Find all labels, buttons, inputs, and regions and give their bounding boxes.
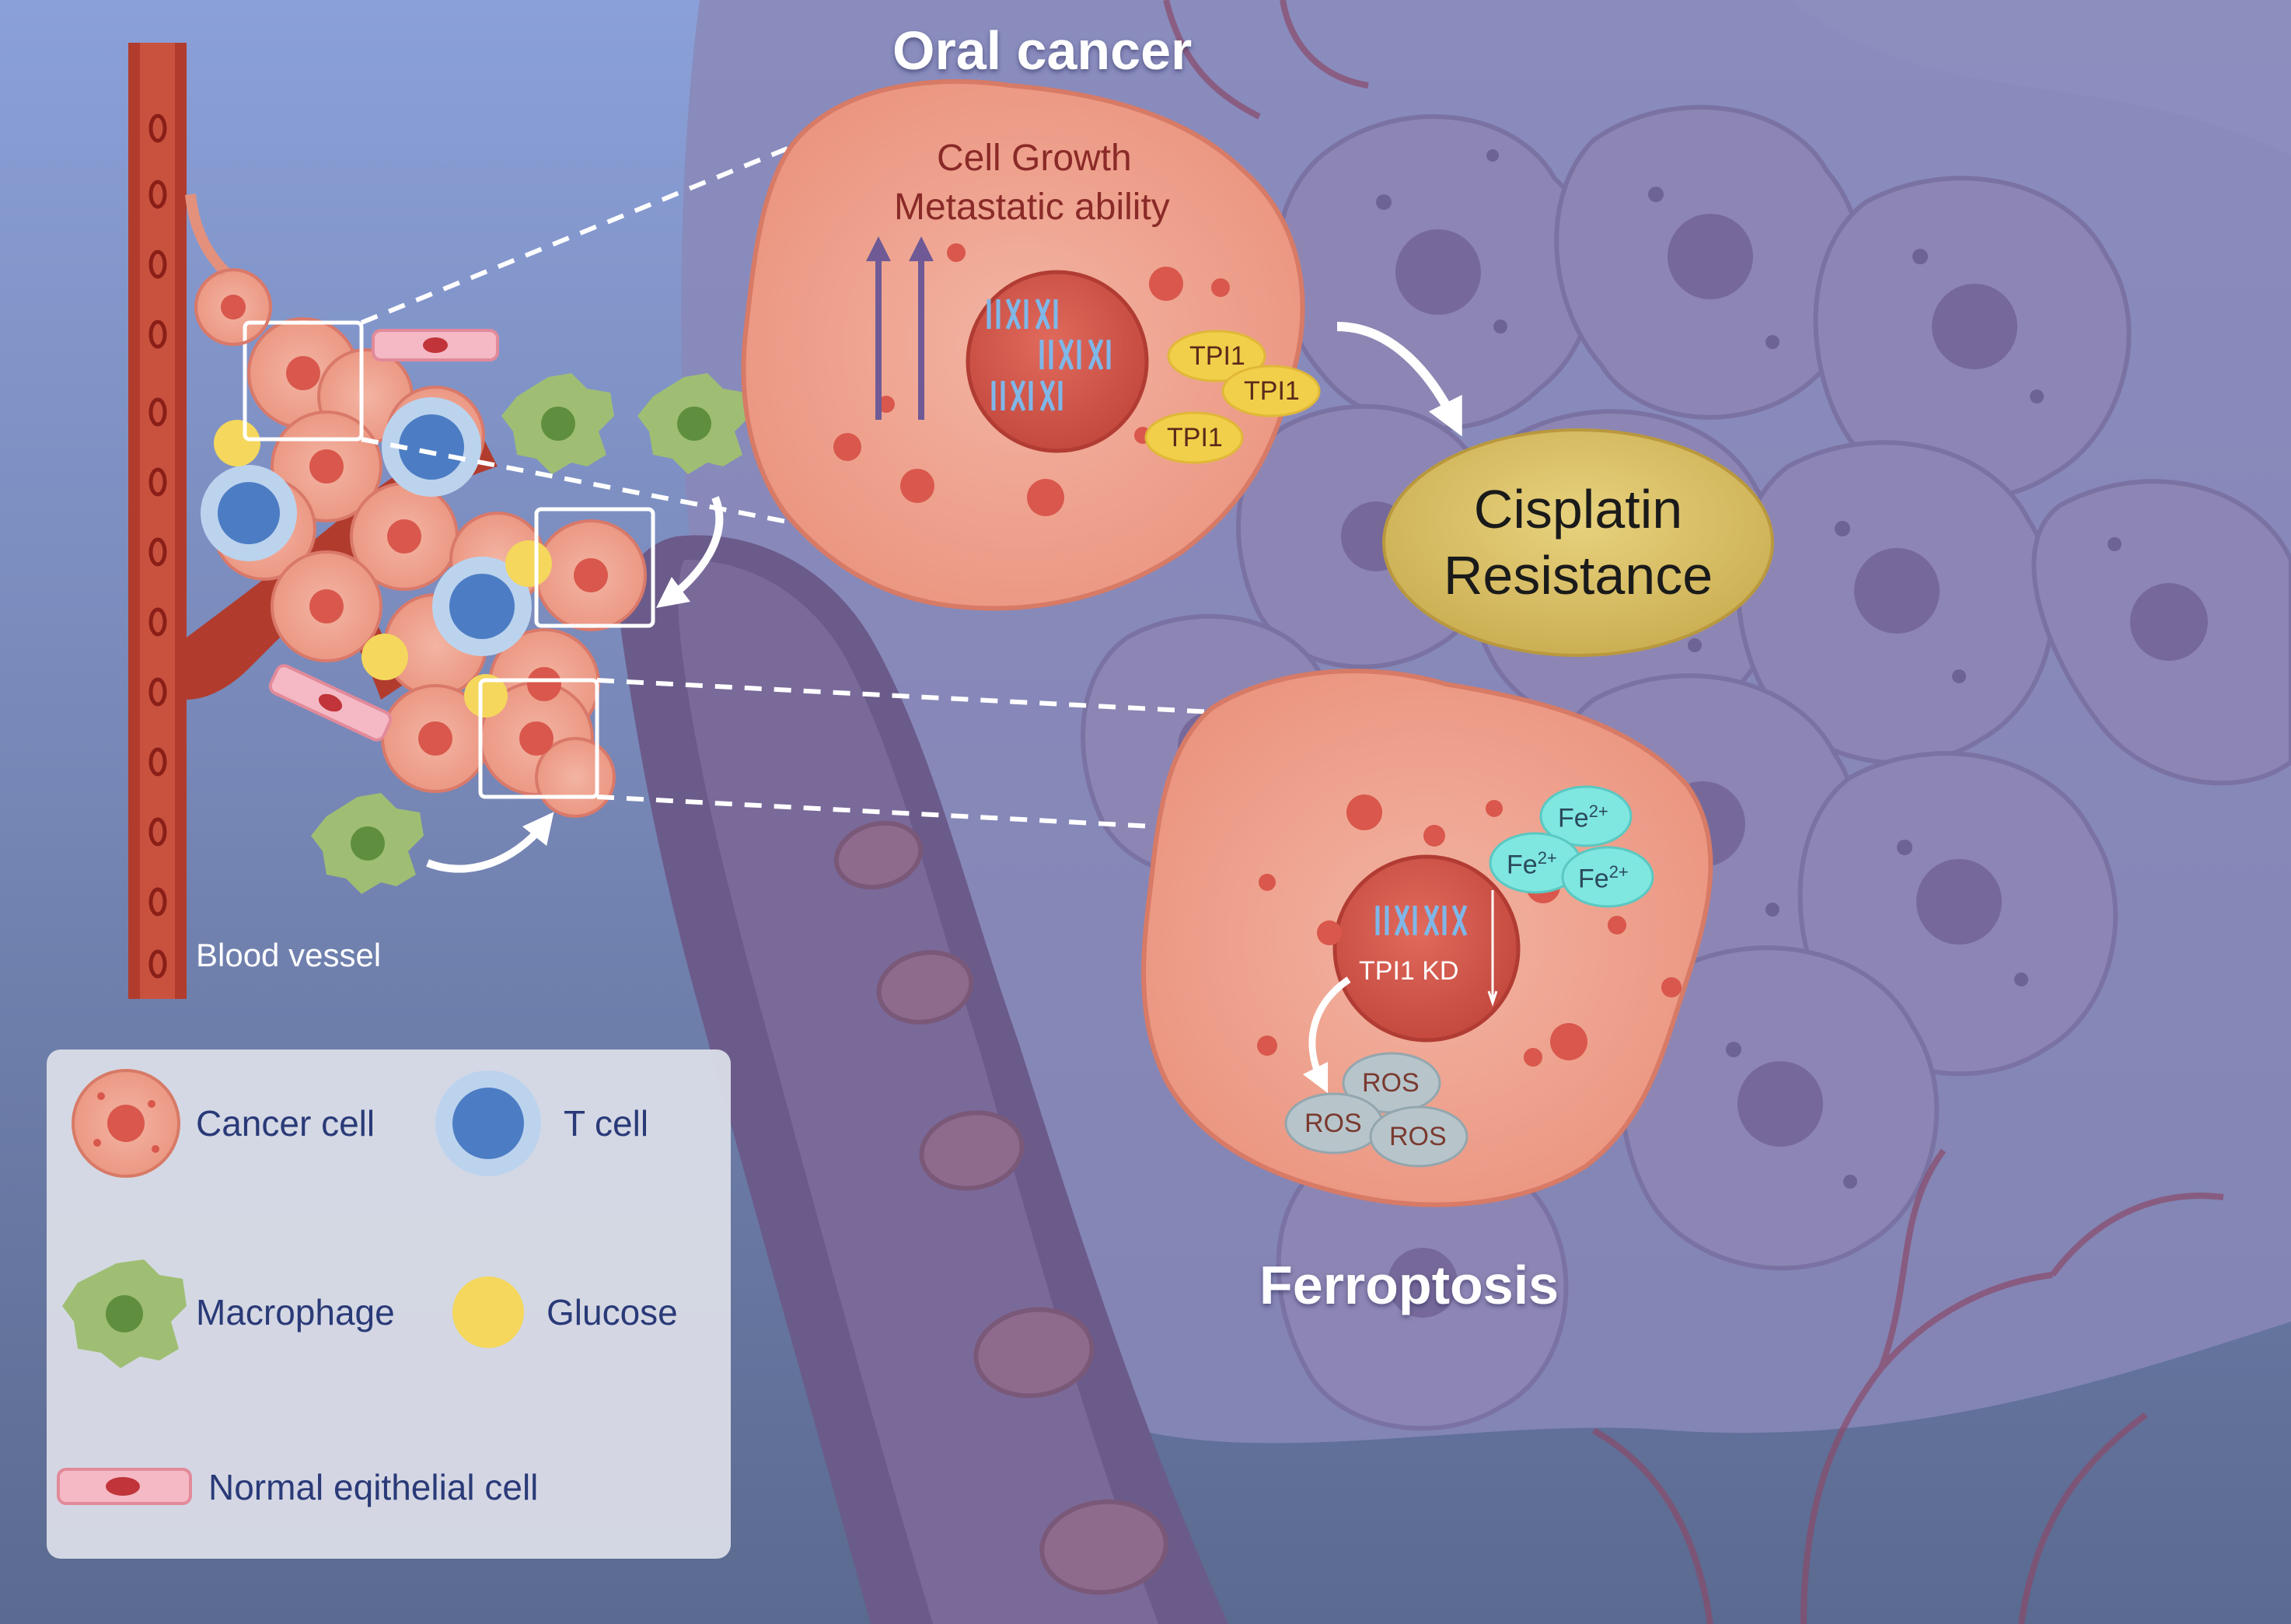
tpi1-label: TPI1 (1167, 423, 1223, 452)
macrophage-icon (62, 1259, 187, 1368)
ros-label: ROS (1304, 1109, 1362, 1138)
t-cells (201, 397, 532, 656)
blood-vessel-label: Blood vessel (196, 937, 382, 973)
legend-glucose-label: Glucose (547, 1292, 678, 1332)
ros-label: ROS (1389, 1122, 1447, 1151)
zoom-boxes (243, 320, 655, 799)
glucose-icon (452, 1276, 524, 1348)
fe-ion-label: Fe2+ (1558, 802, 1608, 833)
legend-epithelial-label: Normal eqithelial cell (208, 1467, 539, 1507)
arrow-to-resistance (1336, 322, 1462, 437)
fe-ion-label: Fe2+ (1507, 848, 1557, 880)
resistance-label: Resistance (1443, 545, 1713, 606)
macrophages (311, 373, 750, 894)
cisplatin-resistance-oval (1382, 428, 1774, 657)
epithelial-cells (268, 329, 499, 742)
legend-macrophage-label: Macrophage (196, 1292, 395, 1332)
ferroptosis-label: Ferroptosis (1259, 1255, 1559, 1315)
glucose-dots (214, 420, 552, 718)
legend-t-cell-label: T cell (564, 1103, 649, 1144)
large-vessel (620, 535, 1228, 1624)
dna-icon (987, 299, 1111, 411)
lower-cancer-cell (1141, 669, 1713, 1207)
tumor-cluster (185, 103, 1245, 894)
arrow-to-ros (1302, 976, 1351, 1094)
t-cell-icon (435, 1070, 541, 1176)
blood-vessel (128, 43, 498, 999)
tpi1-label: TPI1 (1244, 376, 1300, 406)
dna-icon (1375, 905, 1468, 936)
upper-cancer-cell (741, 79, 1321, 611)
title: Oral cancer (892, 20, 1193, 81)
cell-growth-label: Cell Growth (937, 138, 1132, 179)
arrow-macrophage-bottom (426, 812, 554, 873)
arrow-macrophage-in (656, 496, 724, 609)
cancer-cell-icon (72, 1069, 180, 1178)
ros-label: ROS (1362, 1068, 1420, 1098)
epithelial-cell-icon (57, 1468, 192, 1505)
legend-box (47, 1049, 731, 1559)
metastatic-ability-label: Metastatic ability (894, 187, 1170, 228)
legend-cancer-cell-label: Cancer cell (196, 1103, 375, 1144)
fe-ion-label: Fe2+ (1578, 862, 1629, 894)
tpi1-label: TPI1 (1189, 341, 1245, 371)
tpi1-kd-label: TPI1 KD (1359, 956, 1459, 986)
cisplatin-label: Cisplatin (1473, 479, 1683, 540)
